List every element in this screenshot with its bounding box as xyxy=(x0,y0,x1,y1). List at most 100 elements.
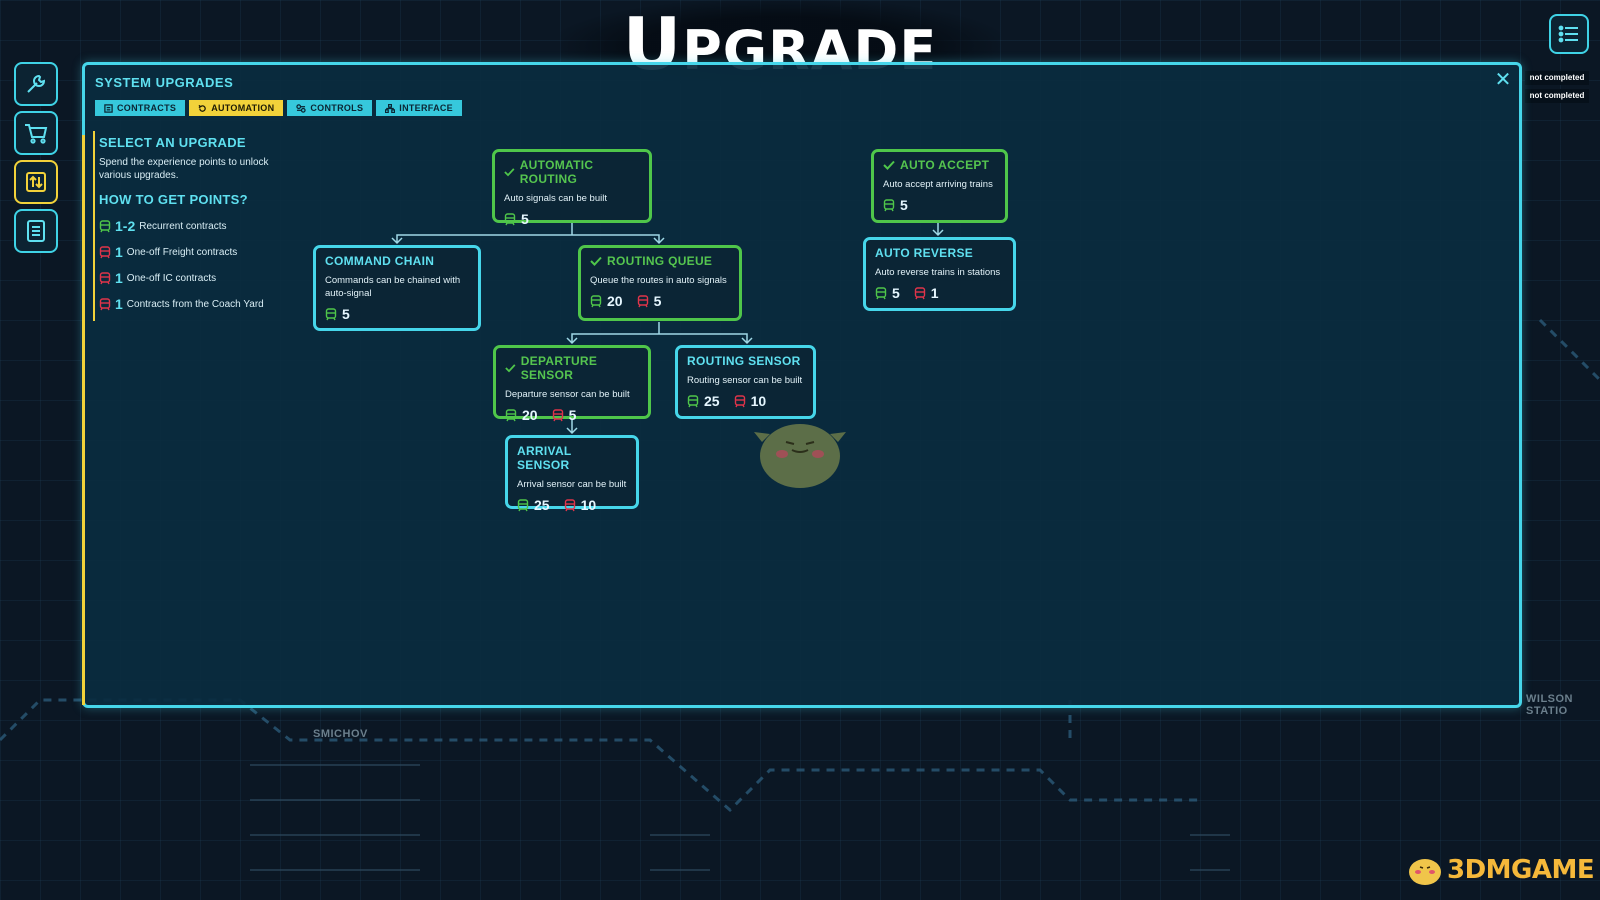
how-item-label: Contracts from the Coach Yard xyxy=(126,298,264,310)
controls-icon xyxy=(296,103,307,113)
select-heading: SELECT AN UPGRADE xyxy=(99,135,246,150)
upgrade-card-auto-accept[interactable]: AUTO ACCEPT Auto accept arriving trains … xyxy=(871,149,1008,223)
upgrade-title: ARRIVAL SENSOR xyxy=(517,444,572,472)
green-train-icon xyxy=(875,286,887,299)
red-cost-value: 5 xyxy=(568,407,577,423)
upgrade-card-command-chain[interactable]: COMMAND CHAIN Commands can be chained wi… xyxy=(313,245,481,331)
upgrade-description: Routing sensor can be built xyxy=(687,375,803,386)
sidebar-button-upgrades[interactable] xyxy=(14,160,58,204)
how-item-value: 1 xyxy=(115,296,123,312)
tab-label: INTERFACE xyxy=(399,103,453,113)
check-icon xyxy=(505,364,516,373)
green-train-icon xyxy=(883,198,895,211)
upgrade-costs: 5 xyxy=(883,197,996,213)
upgrade-description: Auto accept arriving trains xyxy=(883,179,993,190)
upgrade-costs: 25 10 xyxy=(517,497,627,513)
how-item-label: One-off IC contracts xyxy=(126,272,217,284)
green-cost-value: 20 xyxy=(607,293,623,309)
upgrade-title-row: ARRIVAL SENSOR xyxy=(517,444,627,472)
red-cost-value: 1 xyxy=(930,285,939,301)
check-icon xyxy=(590,256,602,266)
upgrade-card-automatic-routing[interactable]: AUTOMATIC ROUTING Auto signals can be bu… xyxy=(492,149,652,227)
green-cost: 5 xyxy=(504,211,529,227)
upgrade-card-arrival-sensor[interactable]: ARRIVAL SENSOR Arrival sensor can be bui… xyxy=(505,435,639,513)
contracts-icon xyxy=(104,103,113,113)
green-cost-value: 25 xyxy=(704,393,720,409)
how-item: 1-2 Recurrent contracts xyxy=(99,213,279,239)
upgrade-description: Auto signals can be built xyxy=(504,193,607,204)
watermark-text: 3DMGAME xyxy=(1447,855,1595,885)
how-item-label: Recurrent contracts xyxy=(139,220,227,232)
upgrade-description: Arrival sensor can be built xyxy=(517,479,627,490)
green-train-icon xyxy=(590,294,602,307)
tab-label: CONTROLS xyxy=(310,103,364,113)
green-train-icon xyxy=(505,408,517,421)
select-text: Spend the experience points to unlock va… xyxy=(99,157,269,181)
green-cost: 25 xyxy=(517,497,550,513)
green-cost-value: 5 xyxy=(892,285,900,301)
upgrade-card-departure-sensor[interactable]: DEPARTURE SENSOR Departure sensor can be… xyxy=(493,345,651,423)
watermark-logo: 3DMGAME xyxy=(1405,852,1595,888)
tab-bar: CONTRACTS AUTOMATION CONTROLS INTERFACE xyxy=(95,100,462,116)
map-station-label-wilson: WILSON STATIO xyxy=(1526,693,1573,717)
how-item-value: 1-2 xyxy=(115,218,136,234)
upgrade-card-routing-queue[interactable]: ROUTING QUEUE Queue the routes in auto s… xyxy=(578,245,742,321)
upgrade-title-row: ROUTING QUEUE xyxy=(590,254,730,268)
sidebar-button-tools[interactable] xyxy=(14,62,58,106)
red-train-icon xyxy=(99,245,111,258)
red-train-icon xyxy=(914,286,925,299)
upgrade-description: Departure sensor can be built xyxy=(505,389,630,400)
upgrade-description: Commands can be chained with auto-signal xyxy=(325,275,461,299)
check-icon xyxy=(504,168,515,177)
map-station-label-smichov: SMICHOV xyxy=(313,728,368,740)
red-cost: 5 xyxy=(637,293,662,309)
upgrade-title-row: AUTO ACCEPT xyxy=(883,158,996,172)
upgrade-title-row: DEPARTURE SENSOR xyxy=(505,354,639,382)
upgrade-costs: 20 5 xyxy=(590,293,730,309)
upgrade-title: AUTO REVERSE xyxy=(875,246,974,260)
upgrade-title-row: AUTO REVERSE xyxy=(875,246,1004,260)
green-cost-value: 5 xyxy=(521,211,529,227)
info-sidebar: SELECT AN UPGRADE Spend the experience p… xyxy=(99,135,279,317)
green-cost: 25 xyxy=(687,393,720,409)
status-tag: not completed xyxy=(1525,89,1589,103)
upgrade-card-auto-reverse[interactable]: AUTO REVERSE Auto reverse trains in stat… xyxy=(863,237,1016,311)
tab-contracts[interactable]: CONTRACTS xyxy=(95,100,186,116)
tab-label: CONTRACTS xyxy=(117,103,177,113)
green-cost: 5 xyxy=(883,197,908,213)
red-cost: 5 xyxy=(552,407,577,423)
upgrade-title-row: AUTOMATIC ROUTING xyxy=(504,158,640,186)
menu-button[interactable] xyxy=(1549,14,1589,54)
red-cost-value: 5 xyxy=(653,293,662,309)
red-train-icon xyxy=(734,394,745,407)
upgrade-title: ROUTING QUEUE xyxy=(607,254,713,268)
red-cost-value: 10 xyxy=(750,393,767,409)
how-heading: HOW TO GET POINTS? xyxy=(99,192,248,207)
close-button[interactable]: ✕ xyxy=(1494,69,1512,91)
tab-automation[interactable]: AUTOMATION xyxy=(189,100,284,116)
green-train-icon xyxy=(687,394,699,407)
upgrade-title: AUTOMATIC ROUTING xyxy=(519,158,594,186)
upgrade-title-row: ROUTING SENSOR xyxy=(687,354,804,368)
mascot-icon xyxy=(1409,859,1441,885)
upgrade-costs: 25 10 xyxy=(687,393,804,409)
upgrade-costs: 5 1 xyxy=(875,285,1004,301)
upgrade-title: COMMAND CHAIN xyxy=(325,254,435,268)
wrench-icon xyxy=(27,74,46,93)
green-cost-value: 5 xyxy=(900,197,908,213)
sidebar-button-log[interactable] xyxy=(14,209,58,253)
red-cost: 1 xyxy=(914,285,939,301)
tab-controls[interactable]: CONTROLS xyxy=(287,100,373,116)
red-train-icon xyxy=(637,294,648,307)
upgrade-description: Queue the routes in auto signals xyxy=(590,275,727,286)
upgrade-title: AUTO ACCEPT xyxy=(900,158,990,172)
red-train-icon xyxy=(552,408,563,421)
green-cost-value: 5 xyxy=(342,306,350,322)
sidebar-button-shop[interactable] xyxy=(14,111,58,155)
green-cost: 20 xyxy=(505,407,538,423)
panel-accent-bar xyxy=(82,135,85,705)
automation-icon xyxy=(198,104,206,112)
upgrade-card-routing-sensor[interactable]: ROUTING SENSOR Routing sensor can be bui… xyxy=(675,345,816,419)
panel-title: SYSTEM UPGRADES xyxy=(95,75,234,90)
tab-interface[interactable]: INTERFACE xyxy=(376,100,462,116)
